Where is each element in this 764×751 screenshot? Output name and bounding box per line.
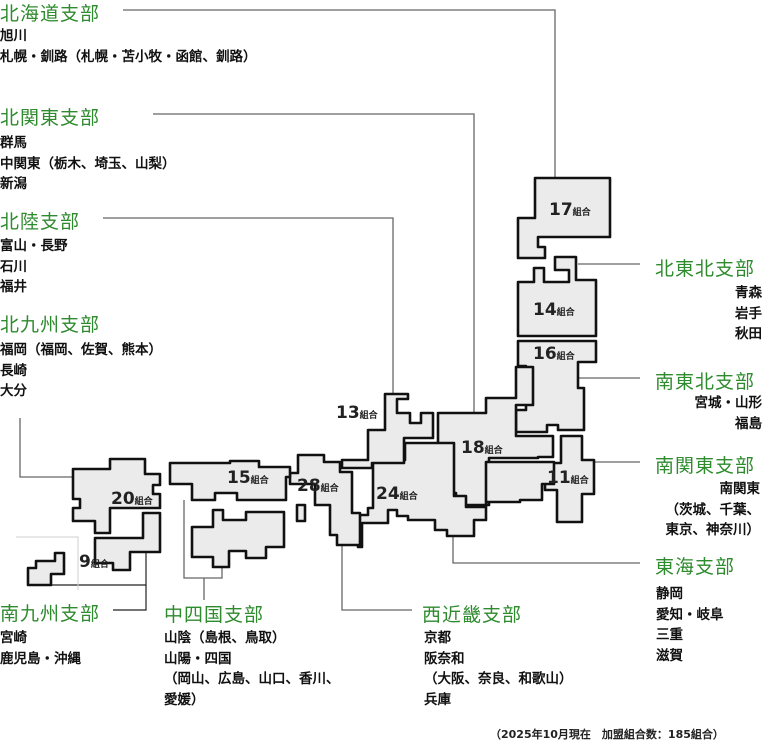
leader-minamikyushu-2	[113, 585, 147, 611]
footnote: （2025年10月現在 加盟組合数：185組合）	[490, 728, 724, 741]
branch-areas-nishikinki: 京都 阪奈和 （大阪、奈良、和歌山） 兵庫	[424, 628, 573, 710]
count-minamitohoku: 16組合	[533, 344, 576, 364]
area-item: 群馬	[0, 135, 27, 151]
branch-areas-tokai: 静岡 愛知・岐阜 三重 滋賀	[656, 584, 724, 666]
branch-title-minamitohoku: 南東北支部	[655, 371, 756, 393]
region-minamikyushu	[93, 511, 162, 572]
branch-title-kitakanto: 北関東支部	[0, 107, 101, 129]
branch-title-hokkaido: 北海道支部	[0, 3, 101, 25]
branch-title-minamikyushu: 南九州支部	[0, 603, 101, 625]
area-item: 富山・長野	[0, 238, 68, 254]
branch-areas-minamikanto: 南関東 （茨城、千葉、 東京、神奈川）	[666, 479, 761, 541]
area-item: 新潟	[0, 176, 27, 192]
leader-chushikoku	[183, 500, 223, 579]
area-item: 宮城・山形	[694, 395, 763, 411]
branch-title-chushikoku: 中四国支部	[164, 604, 265, 626]
branch-areas-chushikoku: 山陰（島根、鳥取） 山陽・四国 （岡山、広島、山口、香川、 愛媛）	[164, 628, 340, 710]
region-nishikinki	[288, 453, 362, 547]
leader-kitakanto	[153, 113, 475, 412]
okinawa-inset-frame	[16, 536, 79, 590]
area-item: （岡山、広島、山口、香川、	[164, 671, 340, 687]
area-item: 愛媛）	[164, 691, 205, 708]
area-item: （大阪、奈良、和歌山）	[424, 671, 573, 687]
region-shikoku	[190, 508, 286, 569]
branch-areas-minamitohoku: 宮城・山形 福島	[695, 393, 763, 434]
region-hokuriku	[340, 392, 435, 470]
count-kitakyushu: 20組合	[111, 489, 154, 509]
leader-hokuriku	[103, 217, 394, 393]
count-minamikanto: 11組合	[547, 468, 590, 488]
area-item: 長崎	[0, 362, 27, 379]
area-item: 大分	[0, 383, 27, 399]
area-item: 札幌・釧路（札幌・苫小牧・函館、釧路）	[0, 48, 257, 65]
area-item: 三重	[656, 627, 683, 643]
area-item: 京都	[424, 630, 451, 646]
branch-title-kitakyushu: 北九州支部	[0, 314, 101, 336]
area-item: 旭川	[0, 28, 27, 44]
leader-nishikinki	[341, 545, 412, 611]
region-okinawa	[26, 551, 66, 587]
area-item: 青森	[735, 285, 762, 301]
branch-areas-kitatohoku: 青森 岩手 秋田	[735, 283, 762, 345]
area-item: 山陽・四国	[164, 650, 232, 667]
branch-title-tokai: 東海支部	[655, 556, 736, 578]
area-item: 阪奈和	[424, 650, 465, 667]
branch-areas-kitakanto: 群馬 中関東（栃木、埼玉、山梨） 新潟	[0, 133, 176, 195]
count-nishikinki: 28組合	[297, 476, 340, 496]
region-hokkaido	[516, 176, 612, 260]
area-item: 愛知・岐阜	[656, 606, 724, 623]
branch-title-minamikanto: 南関東支部	[655, 455, 756, 477]
count-kitatohoku: 14組合	[533, 300, 576, 320]
branch-areas-hokkaido: 旭川 札幌・釧路（札幌・苫小牧・函館、釧路）	[0, 26, 257, 67]
count-tokai: 24組合	[376, 484, 419, 504]
area-item: 滋賀	[656, 647, 683, 664]
area-item: 東京、神奈川）	[665, 522, 761, 538]
branch-title-hokuriku: 北陸支部	[0, 211, 81, 233]
area-item: 福岡（福岡、佐賀、熊本）	[0, 342, 162, 358]
area-item: 兵庫	[424, 691, 451, 708]
area-item: 山陰（島根、鳥取）	[164, 630, 286, 646]
branch-areas-kitakyushu: 福岡（福岡、佐賀、熊本） 長崎 大分	[0, 340, 162, 402]
count-chushikoku: 15組合	[227, 468, 270, 488]
area-item: 鹿児島・沖縄	[0, 650, 81, 667]
area-item: 福井	[0, 279, 27, 295]
count-kitakanto: 18組合	[461, 438, 504, 458]
branch-areas-hokuriku: 富山・長野 石川 福井	[0, 236, 68, 298]
branch-title-nishikinki: 西近畿支部	[422, 604, 523, 626]
region-kitatohoku	[516, 255, 598, 338]
leader-kitakyushu	[19, 418, 73, 478]
branch-title-kitatohoku: 北東北支部	[655, 258, 756, 280]
area-item: 石川	[0, 258, 27, 275]
count-hokkaido: 17組合	[549, 200, 592, 220]
leader-hokkaido	[123, 9, 556, 178]
area-item: 中関東（栃木、埼玉、山梨）	[0, 155, 176, 172]
region-awaji	[295, 503, 307, 523]
area-item: （茨城、千葉、	[665, 501, 761, 518]
area-item: 宮崎	[0, 630, 27, 646]
area-item: 岩手	[735, 305, 762, 322]
area-item: 静岡	[656, 586, 683, 602]
area-item: 福島	[735, 415, 762, 432]
area-item: 秋田	[735, 326, 762, 342]
count-minamikyushu: 9組合	[79, 552, 110, 572]
region-kitakanto	[436, 365, 555, 507]
region-chugoku	[168, 459, 292, 502]
region-kitakyushu	[71, 457, 162, 535]
area-item: 南関東	[719, 481, 761, 497]
branch-areas-minamikyushu: 宮崎 鹿児島・沖縄	[0, 628, 81, 669]
leader-tokai	[452, 537, 640, 564]
count-hokuriku: 13組合	[336, 403, 379, 423]
